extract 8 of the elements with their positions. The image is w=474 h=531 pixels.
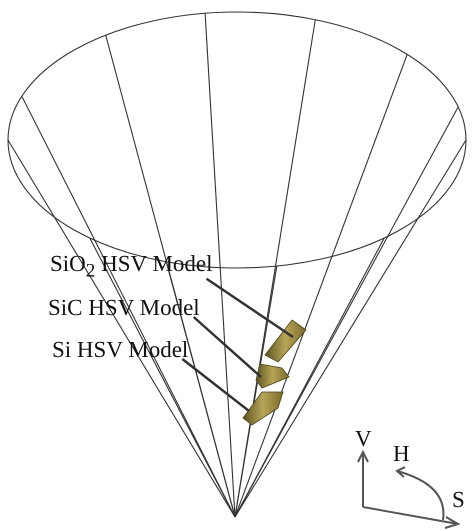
cylinder-segment <box>242 392 284 426</box>
leader-line <box>182 358 250 412</box>
axis-label: S <box>452 488 465 511</box>
leader-line <box>192 316 262 378</box>
leader-line <box>206 278 294 338</box>
axis-label: V <box>355 427 372 450</box>
cylinder-segment <box>256 364 290 388</box>
axis-label: H <box>393 442 410 465</box>
